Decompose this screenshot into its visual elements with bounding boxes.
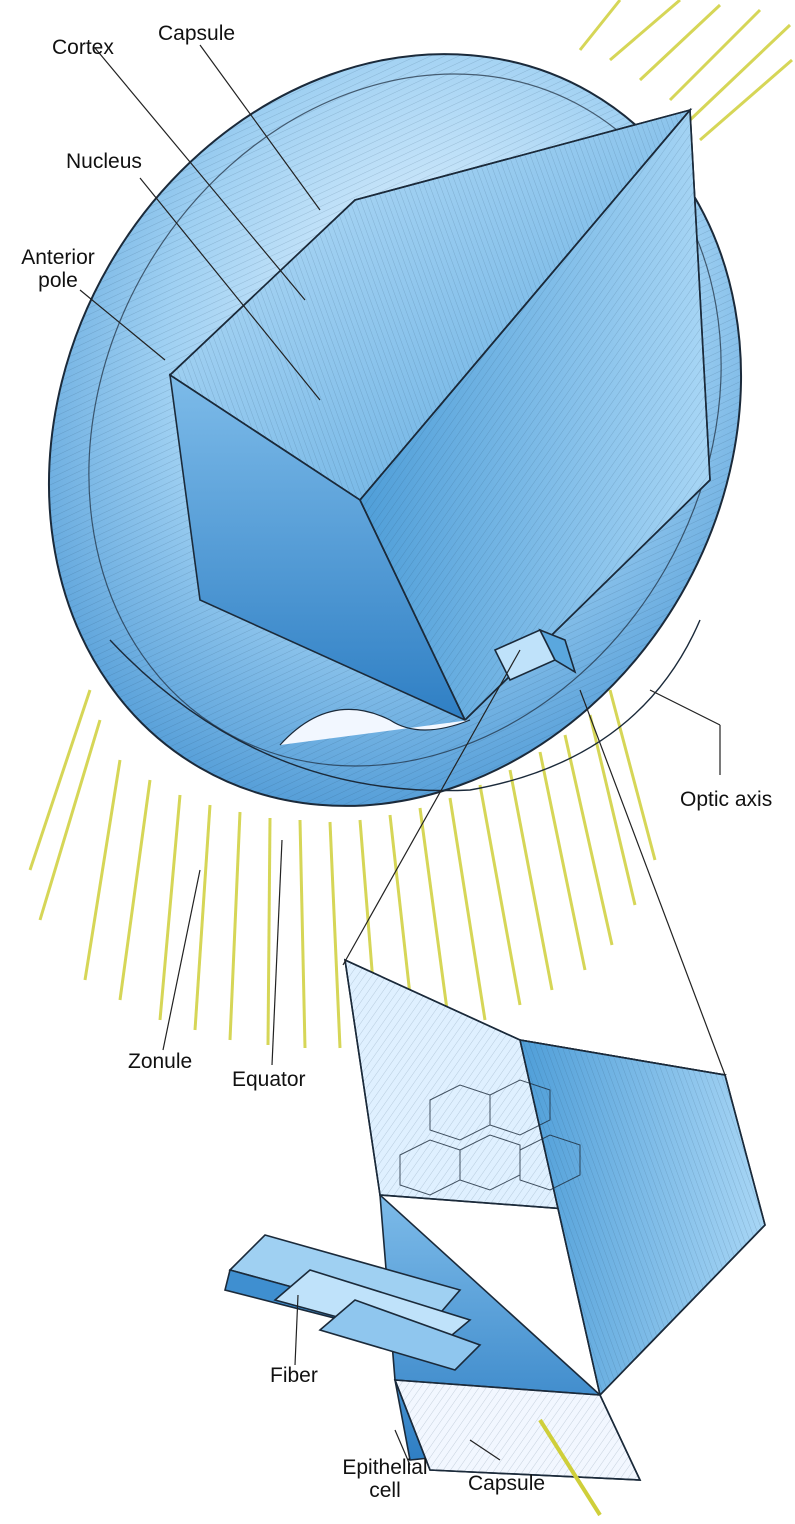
label-anterior-pole-line2: pole: [14, 269, 102, 292]
label-epithelial-cell: Epithelial cell: [330, 1456, 440, 1502]
label-nucleus: Nucleus: [66, 150, 142, 173]
label-fiber: Fiber: [270, 1364, 318, 1387]
label-cortex: Cortex: [52, 36, 114, 59]
label-epithelial-cell-line2: cell: [330, 1479, 440, 1502]
label-equator: Equator: [232, 1068, 306, 1091]
label-capsule-bottom: Capsule: [468, 1472, 545, 1495]
label-anterior-pole: Anterior pole: [14, 246, 102, 292]
equator-leader: [272, 840, 282, 1065]
label-zonule: Zonule: [128, 1050, 192, 1073]
label-capsule-top: Capsule: [158, 22, 235, 45]
label-anterior-pole-line1: Anterior: [14, 246, 102, 269]
label-optic-axis: Optic axis: [680, 788, 772, 811]
label-epithelial-cell-line1: Epithelial: [330, 1456, 440, 1479]
magnify-right-leader: [580, 690, 725, 1075]
